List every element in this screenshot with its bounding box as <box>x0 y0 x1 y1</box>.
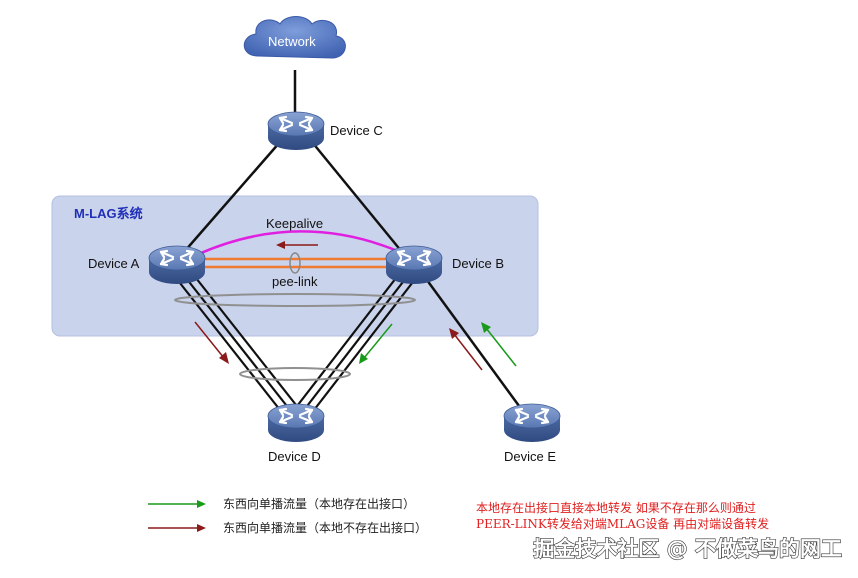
link-a-d-2 <box>185 277 291 411</box>
legend-item-red: 东西向单播流量（本地不存在出接口） <box>148 520 427 535</box>
legend-item-green: 东西向单播流量（本地存在出接口） <box>148 496 415 511</box>
link-c-a <box>183 141 281 253</box>
note: 本地存在出接口直接本地转发 如果不存在那么则通过 PEER-LINK转发给对端M… <box>476 500 769 531</box>
switch-icon <box>502 402 562 444</box>
link-c-b <box>311 141 403 253</box>
switch-icon <box>266 402 326 444</box>
mlag-title: M-LAG系统 <box>74 206 143 221</box>
device-d: Device D <box>266 402 326 464</box>
device-b-label: Device B <box>452 256 504 271</box>
arrow-green-b-d <box>359 323 393 364</box>
network-cloud: Network <box>243 16 346 59</box>
legend-text-green: 东西向单播流量（本地存在出接口） <box>223 496 415 511</box>
watermark: 掘金技术社区 @ 不做菜鸟的网工 <box>533 537 842 561</box>
keepalive-link <box>189 230 401 260</box>
arrow-red-e-b <box>449 328 483 371</box>
link-a-d-3 <box>195 277 301 411</box>
network-label: Network <box>268 34 316 49</box>
link-b-d-3 <box>313 277 417 411</box>
note-line-1: 本地存在出接口直接本地转发 如果不存在那么则通过 <box>476 500 756 515</box>
link-a-d-1 <box>175 277 281 411</box>
arrow-green-e-b <box>481 322 517 367</box>
switch-icon <box>266 110 326 152</box>
legend: 东西向单播流量（本地存在出接口） 东西向单播流量（本地不存在出接口） <box>148 496 427 535</box>
device-d-label: Device D <box>268 449 321 464</box>
device-a: Device A <box>88 244 207 286</box>
device-b: Device B <box>384 244 504 286</box>
device-e: Device E <box>502 402 562 464</box>
link-b-d-2 <box>303 277 407 411</box>
peerlink-label: pee-link <box>272 274 318 289</box>
switch-icon <box>147 244 207 286</box>
keepalive-label: Keepalive <box>266 216 323 231</box>
peer-link-ellipse <box>289 252 301 274</box>
keepalive-arrowhead <box>276 241 285 249</box>
switch-icon <box>384 244 444 286</box>
device-e-label: Device E <box>504 449 556 464</box>
lag-ellipse-upper <box>174 293 416 307</box>
link-b-d-1 <box>293 277 397 411</box>
note-line-2: PEER-LINK转发给对端MLAG设备 再由对端设备转发 <box>476 516 769 531</box>
device-a-label: Device A <box>88 256 140 271</box>
lag-ellipse-lower <box>239 367 351 381</box>
legend-text-red: 东西向单播流量（本地不存在出接口） <box>223 520 427 535</box>
arrow-red-a-d <box>194 321 229 364</box>
link-b-e <box>422 275 524 411</box>
device-c: Device C <box>266 110 383 152</box>
device-c-label: Device C <box>330 123 383 138</box>
